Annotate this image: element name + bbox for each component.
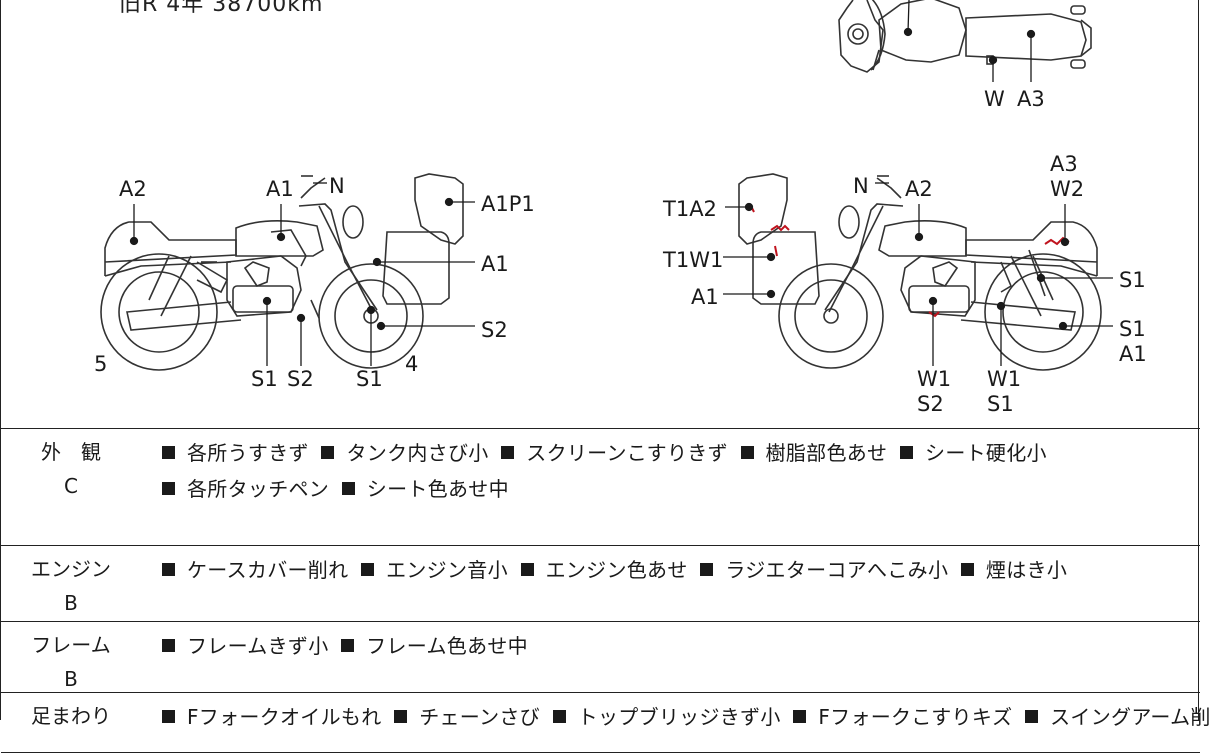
- bullet-square-icon: [552, 710, 566, 723]
- bullet-square-icon: [341, 482, 355, 495]
- note-item: トップブリッジきず小: [547, 705, 781, 729]
- bullet-square-icon: [162, 710, 175, 723]
- right-bike-markers: [723, 182, 1113, 366]
- note-item: タンク内さび小: [315, 441, 488, 465]
- bullet-square-icon: [321, 446, 335, 459]
- top-view-markers: [903, 0, 1036, 82]
- note-item: ラジエターコアへこみ小: [694, 558, 948, 582]
- grade-label: B: [64, 591, 78, 615]
- bullet-square-icon: [740, 446, 754, 459]
- category-label: 外 観: [41, 440, 101, 464]
- label-a3-top: A3: [1017, 87, 1045, 111]
- note-item: フレーム色あせ中: [335, 634, 528, 658]
- bullet-square-icon: [501, 446, 515, 459]
- condition-row-frame: フレーム B フレームきず小 フレーム色あせ中: [1, 622, 1200, 693]
- label-s1-swingarm-right: S1: [987, 392, 1014, 416]
- label-n-left: N: [329, 174, 345, 198]
- note-item: スイングアーム削: [1019, 705, 1211, 729]
- label-rear-marker-left: 5: [94, 352, 107, 376]
- damage-diagram: W A3: [94, 0, 1147, 416]
- label-n-right: N: [853, 174, 869, 198]
- category-label: エンジン: [31, 557, 111, 581]
- bullet-square-icon: [900, 446, 914, 459]
- note-item: シート硬化小: [894, 441, 1047, 465]
- note-item: ケースカバー削れ: [156, 558, 348, 582]
- bullet-square-icon: [162, 482, 175, 495]
- label-w2-right: W2: [1050, 177, 1084, 201]
- note-item: シート色あせ中: [336, 477, 509, 501]
- label-s2-wheel-left: S2: [481, 318, 508, 342]
- condition-table: 外 観 C 各所うすきず タンク内さび小 スクリーンこすりきず 樹脂部色あせ シ…: [1, 428, 1210, 753]
- condition-notes: フレームきず小 フレーム色あせ中: [156, 628, 1180, 664]
- label-w1-swingarm-right: W1: [987, 367, 1021, 391]
- right-bike-outline: [738, 173, 1102, 371]
- bullet-square-icon: [520, 563, 534, 576]
- bullet-square-icon: [341, 639, 355, 652]
- bullet-square-icon: [394, 710, 408, 723]
- category-cell: エンジン B: [1, 552, 141, 620]
- bullet-square-icon: [162, 563, 175, 576]
- bullet-square-icon: [1025, 710, 1039, 723]
- label-a1-wheel-right: A1: [1119, 342, 1147, 366]
- label-a1p1-left: A1P1: [481, 192, 535, 216]
- category-label: 足まわり: [31, 704, 111, 728]
- left-bike-outline: [100, 173, 464, 371]
- top-view-bike: [838, 0, 1092, 73]
- note-item: Fフォークこすりキズ: [787, 705, 1012, 729]
- category-cell: 足まわり: [1, 699, 141, 733]
- category-cell: フレーム B: [1, 628, 141, 696]
- note-item: 煙はき小: [955, 558, 1067, 582]
- vehicle-summary-text: 旧R 4年 38700km: [119, 0, 324, 17]
- condition-notes: ケースカバー削れ エンジン音小 エンジン色あせ ラジエターコアへこみ小 煙はき小: [156, 552, 1180, 588]
- category-cell: 外 観 C: [1, 435, 141, 503]
- note-item: スクリーンこすりきず: [495, 441, 728, 465]
- label-s1-engine-left: S1: [251, 367, 278, 391]
- condition-notes: 各所うすきず タンク内さび小 スクリーンこすりきず 樹脂部色あせ シート硬化小 …: [156, 435, 1180, 507]
- label-t1w1-right: T1W1: [662, 248, 723, 272]
- label-front-marker-left: 4: [405, 352, 418, 376]
- condition-row-exterior: 外 観 C 各所うすきず タンク内さび小 スクリーンこすりきず 樹脂部色あせ シ…: [1, 429, 1200, 546]
- note-item: 樹脂部色あせ: [735, 441, 888, 465]
- note-item: Fフォークオイルもれ: [156, 705, 382, 729]
- left-bike-markers: [129, 182, 475, 366]
- bullet-square-icon: [162, 446, 175, 459]
- bullet-square-icon: [162, 639, 175, 652]
- label-a1-fairing-left: A1: [481, 252, 509, 276]
- label-s1-fork-left: S1: [356, 367, 383, 391]
- condition-row-suspension: 足まわり Fフォークオイルもれ チェーンさび トップブリッジきず小 Fフォークこ…: [1, 693, 1210, 753]
- bullet-square-icon: [793, 710, 807, 723]
- bullet-square-icon: [700, 563, 714, 576]
- grade-label: B: [64, 667, 78, 691]
- bullet-square-icon: [960, 563, 974, 576]
- label-w-top: W: [984, 87, 1005, 111]
- note-item: エンジン色あせ: [515, 558, 688, 582]
- label-a1-right: A1: [691, 285, 719, 309]
- label-a1-tank-left: A1: [266, 177, 294, 201]
- label-s2-exhaust-left: S2: [287, 367, 314, 391]
- note-item: 各所うすきず: [156, 441, 309, 465]
- note-item: フレームきず小: [156, 634, 329, 658]
- label-w1-engine-right: W1: [917, 367, 951, 391]
- label-a2-right: A2: [905, 177, 933, 201]
- note-item: 各所タッチペン: [156, 477, 329, 501]
- grade-label: C: [64, 474, 78, 498]
- condition-row-engine: エンジン B ケースカバー削れ エンジン音小 エンジン色あせ ラジエターコアへこ…: [1, 546, 1200, 622]
- label-a3-right: A3: [1050, 152, 1078, 176]
- label-s1-wheel-right: S1: [1119, 317, 1146, 341]
- bullet-square-icon: [361, 563, 375, 576]
- label-t1a2-right: T1A2: [662, 197, 717, 221]
- category-label: フレーム: [31, 633, 111, 657]
- label-s2-engine-right: S2: [917, 392, 944, 416]
- label-s1-shock-right: S1: [1119, 268, 1146, 292]
- condition-notes: Fフォークオイルもれ チェーンさび トップブリッジきず小 Fフォークこすりキズ …: [156, 699, 1210, 735]
- note-item: エンジン音小: [355, 558, 508, 582]
- note-item: チェーンさび: [388, 705, 540, 729]
- label-a2-left: A2: [119, 177, 147, 201]
